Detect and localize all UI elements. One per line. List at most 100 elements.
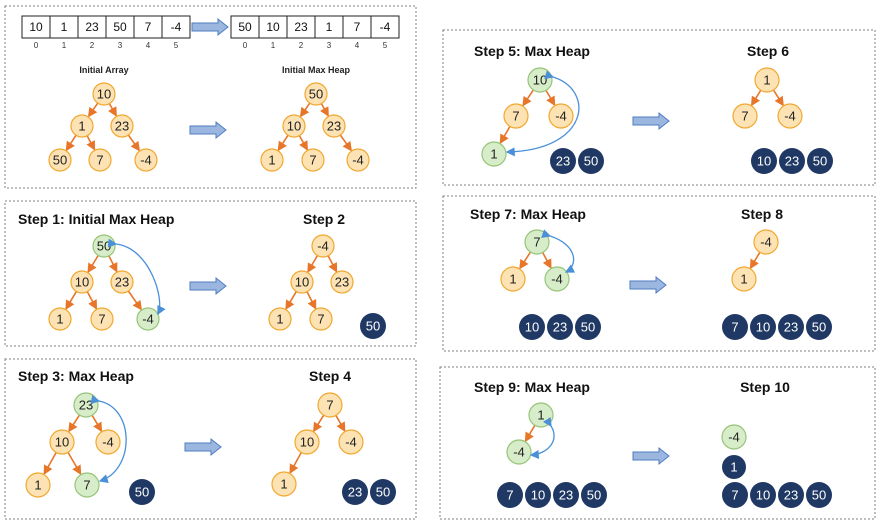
- tree-edge: [277, 134, 289, 152]
- heap-node-label: 10: [533, 73, 547, 88]
- sorted-node: [342, 479, 368, 505]
- tree-edge: [335, 415, 346, 433]
- heap-node-label: 10: [287, 119, 301, 134]
- sorted-node-label: 1: [730, 460, 737, 475]
- heap-node-label: 7: [512, 109, 519, 124]
- sorted-node: [578, 148, 604, 174]
- array-index: 2: [299, 41, 304, 50]
- heap-node-label: 7: [533, 235, 540, 250]
- sorted-node: [129, 479, 155, 505]
- sorted-node-label: 10: [531, 488, 545, 503]
- heap-node-label: -4: [142, 312, 154, 327]
- step-arrow-icon: [184, 437, 222, 457]
- panel-initial: [4, 5, 417, 189]
- heap-node: [777, 103, 803, 129]
- sorted-node: [581, 482, 607, 508]
- array-cell: 50: [238, 20, 252, 34]
- heap-node-label: 1: [56, 312, 63, 327]
- tree-edge: [87, 102, 99, 118]
- sorted-node-label: 10: [756, 488, 770, 503]
- heap-node: [294, 429, 320, 455]
- heap-node-label: 1: [740, 272, 747, 287]
- sorted-node-label: 10: [756, 320, 770, 335]
- heap-node-label: 10: [300, 435, 314, 450]
- heap-node: [754, 67, 780, 93]
- array-index: 4: [146, 41, 151, 50]
- tree-edge: [86, 291, 98, 310]
- array-index: 5: [383, 41, 388, 50]
- tree-edge: [67, 451, 82, 476]
- step-arrow-icon: [632, 446, 670, 466]
- heap-node: [311, 234, 335, 258]
- heap-node-label: 1: [34, 478, 41, 493]
- tree-edge: [772, 89, 784, 107]
- heap-node: [282, 114, 306, 138]
- heap-node: [721, 424, 747, 450]
- array-index: 2: [90, 41, 95, 50]
- array-cell: 7: [354, 20, 361, 34]
- step4-title: Step 4: [309, 368, 351, 384]
- tree-edge: [299, 102, 311, 118]
- tree-edge: [65, 134, 77, 152]
- sorted-node: [519, 314, 545, 340]
- heap-node: [48, 307, 72, 331]
- step8-title: Step 8: [741, 206, 783, 222]
- heap-node: [753, 229, 779, 255]
- array-cell: 23: [85, 20, 99, 34]
- sorted-node: [722, 482, 748, 508]
- sorted-node-label: 50: [366, 319, 380, 334]
- step-arrow-icon: [632, 111, 670, 131]
- tree-edge: [108, 255, 118, 273]
- step7-title: Step 7: Max Heap: [470, 206, 586, 222]
- tree-edge: [68, 414, 81, 433]
- sorted-node-label: 23: [784, 320, 798, 335]
- sorted-node-label: 7: [731, 488, 738, 503]
- sorted-node: [497, 482, 523, 508]
- heap-node-label: -4: [317, 239, 329, 254]
- tree-edge: [519, 251, 532, 270]
- array-cell: -4: [171, 20, 182, 34]
- heap-node-label: 7: [326, 398, 333, 413]
- heap-node-label: 7: [309, 153, 316, 168]
- initial-array-caption: Initial Array: [79, 65, 128, 75]
- array-index: 3: [118, 41, 123, 50]
- heap-node: [260, 148, 284, 172]
- tree-edge: [327, 255, 338, 273]
- tree-edge: [522, 89, 535, 107]
- sorted-node-label: 10: [757, 154, 771, 169]
- heap-node-label: -4: [728, 430, 740, 445]
- sorted-node-label: 50: [581, 320, 595, 335]
- heap-node-label: 1: [276, 312, 283, 327]
- array-cell: -4: [380, 20, 391, 34]
- heap-node: [90, 307, 114, 331]
- tree-edge: [307, 255, 319, 274]
- tree-edge: [750, 89, 762, 107]
- tree-edge: [127, 290, 143, 311]
- heap-node-label: 1: [268, 153, 275, 168]
- panel-step3-4: [4, 358, 417, 520]
- heap-node-label: 23: [115, 275, 129, 290]
- swap-arrow: [505, 70, 580, 157]
- array-index: 3: [327, 41, 332, 50]
- heap-node-label: 10: [75, 275, 89, 290]
- array-index: 0: [243, 41, 248, 50]
- heap-node: [330, 270, 354, 294]
- heap-node: [70, 114, 94, 138]
- sorted-node: [751, 148, 777, 174]
- tree-edge: [524, 424, 536, 443]
- tree-edge: [108, 103, 117, 117]
- tree-edge: [285, 291, 298, 311]
- heap-node-label: 7: [98, 312, 105, 327]
- sorted-node-label: 50: [813, 154, 827, 169]
- sorted-node: [370, 479, 396, 505]
- heap-node: [70, 270, 94, 294]
- tree-edge: [749, 251, 761, 270]
- array-cell: 1: [61, 20, 68, 34]
- sorted-node: [778, 482, 804, 508]
- heap-node: [268, 307, 292, 331]
- heap-node-label: 23: [335, 275, 349, 290]
- sorted-node-label: 23: [348, 485, 362, 500]
- heap-node: [304, 82, 328, 106]
- array-cell: 1: [326, 20, 333, 34]
- heap-node-label: 23: [327, 119, 341, 134]
